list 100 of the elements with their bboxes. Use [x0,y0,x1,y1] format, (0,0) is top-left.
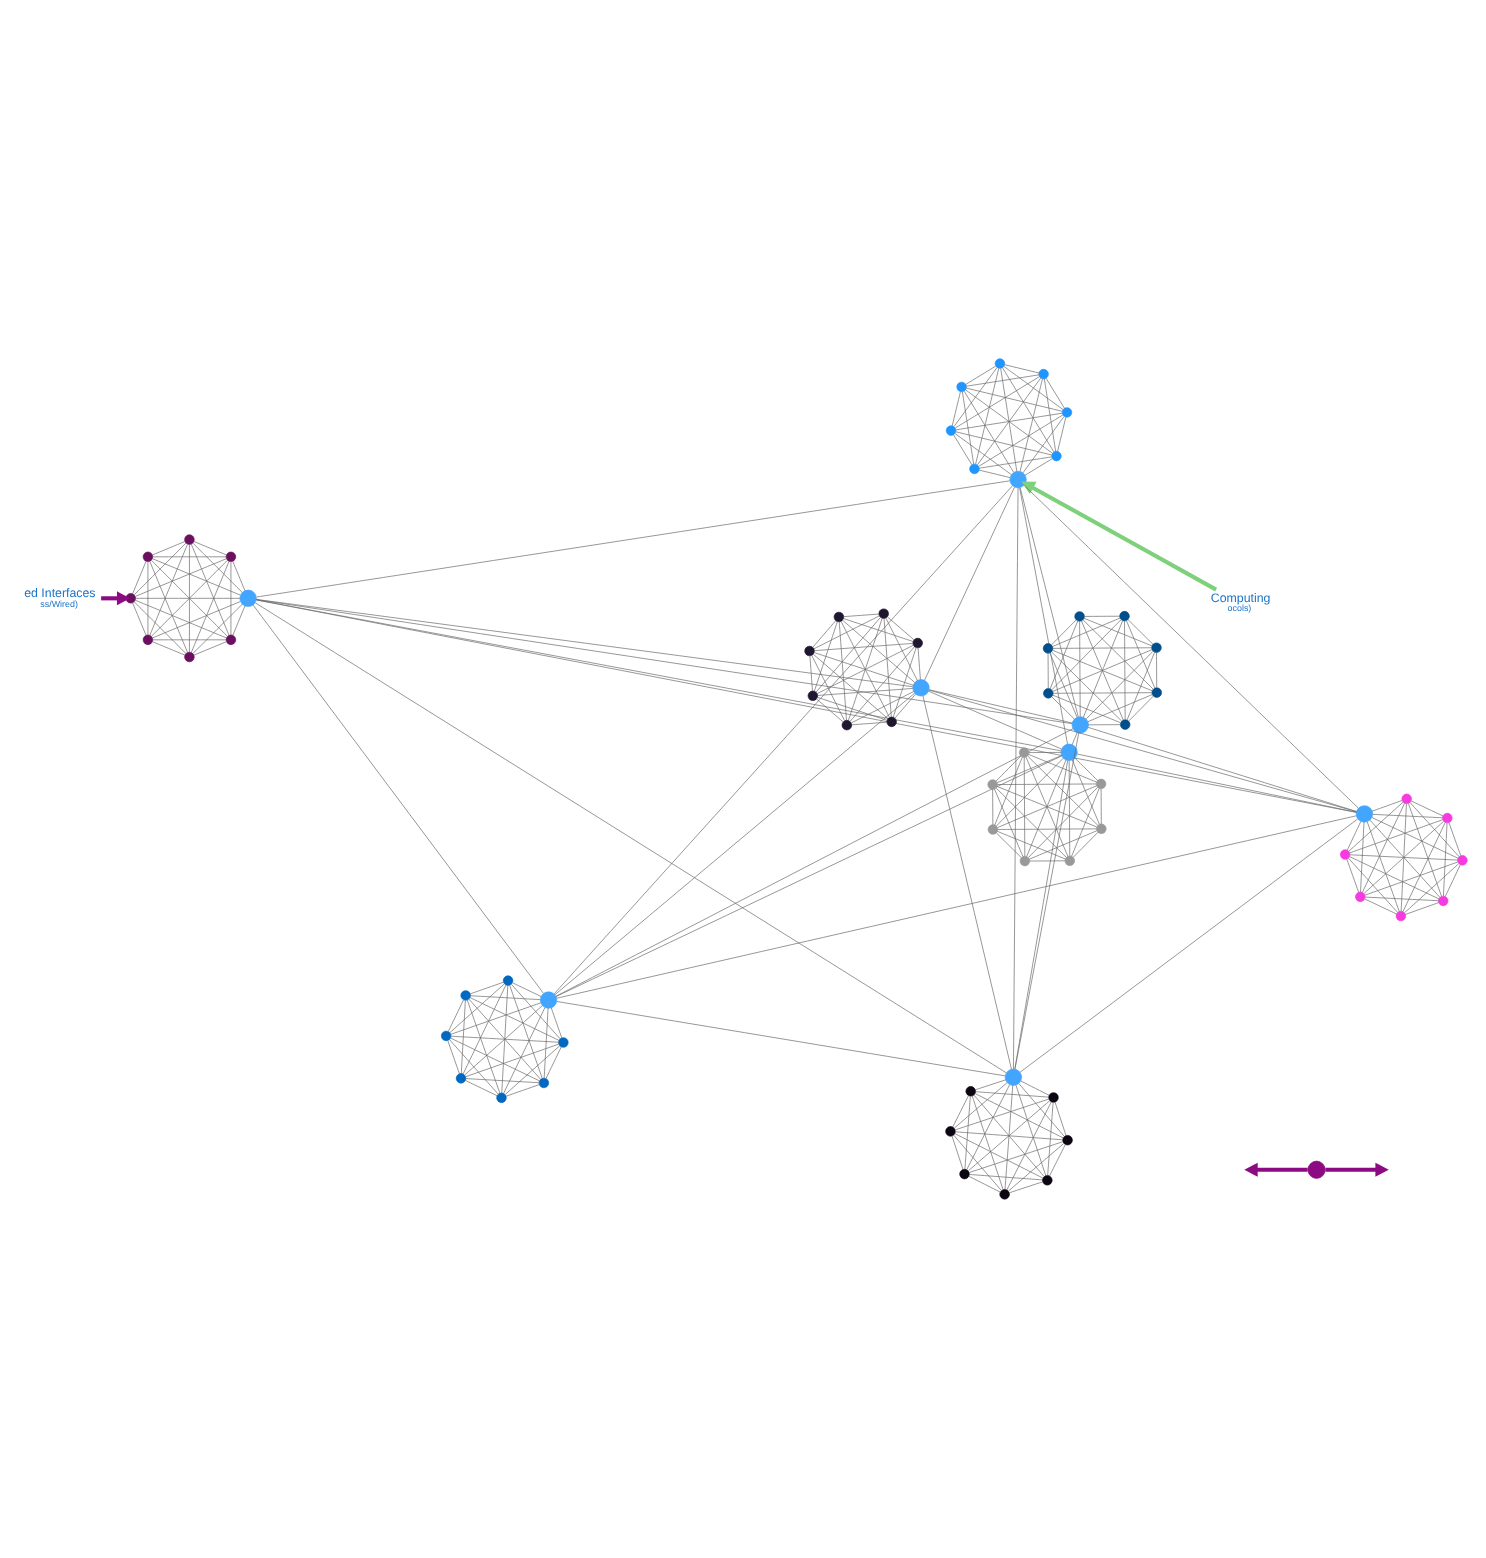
connector [1126,620,1156,689]
connector [511,983,561,1040]
node-circle [1095,778,1107,790]
connector [1052,692,1153,694]
connector [1052,617,1121,647]
node-circle [804,645,815,657]
connector [447,999,464,1032]
connector [256,599,1073,724]
connector [922,695,1012,1070]
connector [1085,650,1154,720]
connector [1019,487,1068,745]
connector [1047,652,1049,689]
connector [851,691,914,724]
node-circle [1064,855,1075,866]
connector [1028,830,1098,860]
connector [133,601,187,654]
connector [952,1095,969,1128]
connector [968,1141,1064,1173]
connector [978,469,1011,478]
connector [450,1035,559,1043]
node-circle [1062,1135,1073,1146]
connector [1362,802,1405,893]
connector [1004,364,1040,374]
connector [545,1046,562,1079]
node-circle [1340,849,1351,860]
node-circle [878,608,889,619]
connector [1371,800,1403,812]
node-circle [1401,793,1412,804]
connector [978,456,1052,469]
connector [885,617,918,681]
connector [1007,1143,1065,1192]
connector [954,433,1012,475]
connector [965,365,997,385]
connector [1402,822,1446,912]
connector [997,828,1097,830]
connector [1003,366,1064,410]
connector [962,391,975,465]
connector [1049,1144,1066,1177]
node-circle [807,690,818,701]
connector [1019,487,1079,718]
connector [509,984,543,1079]
node-circle [987,779,998,790]
node-circle [965,1086,976,1097]
connector [1020,1080,1050,1096]
connector [974,1093,1064,1139]
node-circle [239,589,257,607]
connector [971,1095,1004,1190]
connector [813,615,880,650]
connector [812,620,837,648]
connector [1028,752,1062,753]
connector [1071,788,1100,857]
connector [192,603,243,654]
connector [1023,757,1026,857]
connector [1052,694,1121,724]
connector [994,788,1024,857]
node-circle [225,634,237,645]
connector [968,1174,1043,1181]
connector [1404,863,1460,914]
node-circle [1151,687,1162,698]
node-circle [1004,1068,1022,1086]
connector [460,999,466,1074]
node-circle [1042,1175,1053,1186]
connector [812,653,889,719]
connector [817,688,914,696]
connector [1348,857,1398,913]
node-point [1307,1160,1326,1179]
connector [1409,802,1460,858]
connector [954,1098,1050,1131]
connector [1074,757,1098,781]
connector [894,693,916,719]
connector [966,374,1040,387]
connector [1019,378,1043,472]
connector [1023,485,1359,809]
connector [132,561,147,595]
connector [152,601,241,639]
connector [965,389,1053,454]
connector [848,618,883,721]
connector [838,621,847,721]
node-circle [833,611,845,623]
connector [1124,620,1126,720]
node-circle [1051,450,1062,462]
connector [954,1082,1008,1129]
node-circle [1060,743,1078,761]
connector [817,697,888,721]
connector [1045,377,1065,409]
connector [556,815,1357,999]
node-circle [1009,470,1027,489]
connector [883,618,892,718]
connector [1051,696,1075,720]
connector [1015,1085,1047,1176]
connector [190,543,230,636]
connector [465,1043,560,1078]
node-circle [455,1073,467,1084]
node-circle [142,551,154,562]
connector [1079,621,1081,717]
connector [1052,647,1152,649]
connector [465,1080,498,1097]
connector [1024,458,1053,476]
connector [1049,652,1078,718]
connector [1013,487,1019,1070]
